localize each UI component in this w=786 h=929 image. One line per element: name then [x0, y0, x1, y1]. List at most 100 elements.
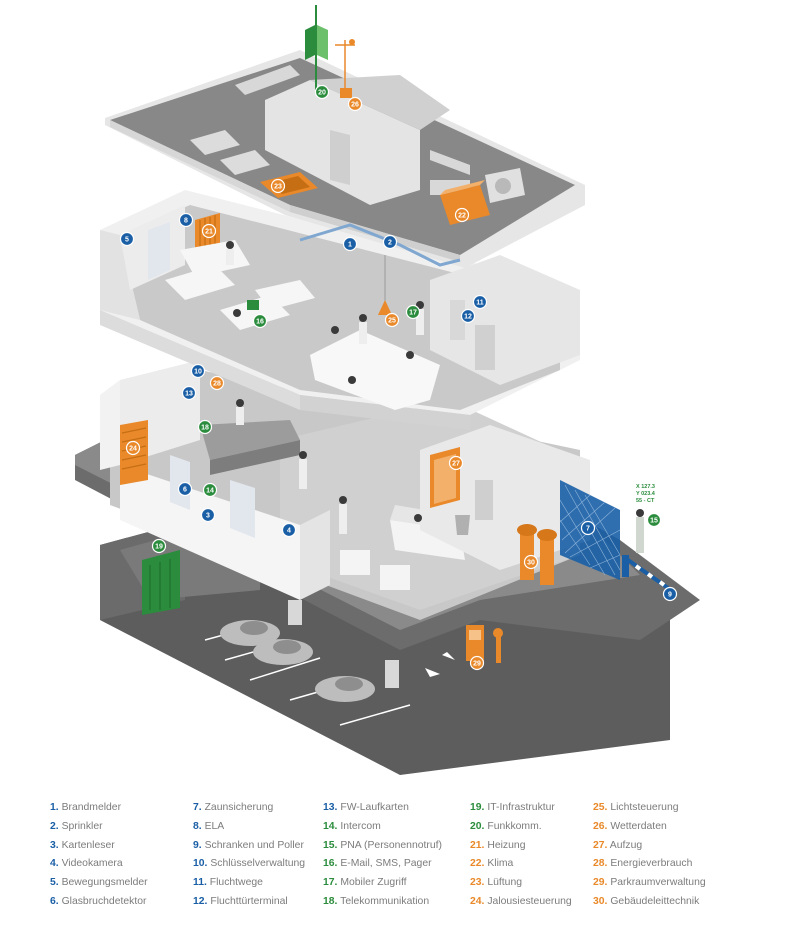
- marker-28: 28: [209, 375, 225, 391]
- marker-4: 4: [281, 522, 297, 538]
- legend-number: 9.: [193, 839, 202, 851]
- legend-item: 27. Aufzug: [593, 837, 733, 856]
- marker-16: 16: [252, 313, 268, 329]
- marker-badge: [454, 207, 470, 223]
- legend-item: 26. Wetterdaten: [593, 818, 733, 837]
- legend-item: 8. ELA: [193, 818, 333, 837]
- legend-item: 25. Lichtsteuerung: [593, 799, 733, 818]
- parking-terminal-icon: [466, 625, 503, 663]
- marker-badge: [384, 312, 400, 328]
- legend-item: 3. Kartenleser: [50, 837, 190, 856]
- marker-number: 26: [351, 102, 359, 109]
- marker-badge: [347, 96, 363, 112]
- legend-number: 6.: [50, 895, 59, 907]
- legend-item: 14. Intercom: [323, 818, 463, 837]
- legend-number: 2.: [50, 820, 59, 832]
- legend-number: 30.: [593, 895, 608, 907]
- legend-number: 27.: [593, 839, 608, 851]
- legend-label: Funkkomm.: [487, 820, 542, 832]
- weather-station-icon: [335, 39, 355, 98]
- marker-number: 4: [287, 528, 291, 535]
- antenna-icon: [305, 5, 328, 90]
- marker-20: 20: [314, 84, 330, 100]
- marker-number: 19: [155, 544, 163, 551]
- ac-unit-icon: [440, 180, 490, 225]
- marker-number: 17: [409, 310, 417, 317]
- guard-person-icon: [636, 509, 644, 553]
- marker-number: 5: [125, 237, 129, 244]
- marker-25: 25: [384, 312, 400, 328]
- marker-number: 22: [458, 213, 466, 220]
- marker-number: 15: [650, 518, 658, 525]
- marker-24: 24: [125, 440, 141, 456]
- legend-label: Zaunsicherung: [204, 802, 274, 813]
- marker-number: 20: [318, 90, 326, 97]
- marker-badge: [469, 655, 485, 671]
- legend-label: Sprinkler: [61, 820, 103, 832]
- legend-item: 23. Lüftung: [470, 874, 610, 893]
- marker-number: 7: [586, 526, 590, 533]
- legend-item: 22. Klima: [470, 855, 610, 874]
- marker-number: 21: [205, 229, 213, 236]
- marker-badge: [342, 236, 358, 252]
- legend-item: 19. IT-Infrastruktur: [470, 799, 610, 818]
- marker-number: 28: [213, 381, 221, 388]
- legend-number: 18.: [323, 895, 338, 907]
- marker-1: 1: [342, 236, 358, 252]
- marker-badge: [190, 363, 206, 379]
- marker-badge: [125, 440, 141, 456]
- legend-number: 7.: [193, 802, 202, 813]
- legend-number: 10.: [193, 858, 208, 870]
- legend-item: 9. Schranken und Poller: [193, 837, 333, 856]
- legend-number: 3.: [50, 839, 59, 851]
- marker-number: 16: [256, 319, 264, 326]
- legend-label: PNA (Personennotruf): [340, 839, 442, 851]
- legend-number: 23.: [470, 877, 485, 889]
- coordinate-readout-line: X 127.3: [636, 484, 655, 490]
- marker-13: 13: [181, 385, 197, 401]
- legend-number: 29.: [593, 877, 608, 889]
- marker-badge: [119, 231, 135, 247]
- marker-badge: [252, 313, 268, 329]
- legend-number: 13.: [323, 802, 338, 813]
- legend-label: Kartenleser: [61, 839, 115, 851]
- marker-14: 14: [202, 482, 218, 498]
- coordinate-readout-line: Y 023.4: [636, 491, 656, 497]
- marker-number: 8: [184, 218, 188, 225]
- marker-number: 29: [473, 661, 481, 668]
- legend-item: 4. Videokamera: [50, 855, 190, 874]
- marker-30: 30: [523, 554, 539, 570]
- marker-22: 22: [454, 207, 470, 223]
- marker-3: 3: [200, 507, 216, 523]
- lamp-icon: [378, 255, 392, 315]
- legend-label: Fluchttürterminal: [210, 895, 288, 907]
- legend-label: Aufzug: [609, 839, 643, 851]
- marker-number: 3: [206, 513, 210, 520]
- legend-item: 7. Zaunsicherung: [193, 799, 333, 818]
- legend-label: Energieverbrauch: [610, 858, 693, 870]
- legend-number: 11.: [193, 877, 207, 889]
- marker-badge: [178, 212, 194, 228]
- marker-number: 24: [129, 446, 137, 453]
- legend-number: 15.: [323, 839, 338, 851]
- legend-label: Telekommunikation: [340, 895, 430, 907]
- legend-number: 16.: [323, 858, 338, 870]
- marker-badge: [202, 482, 218, 498]
- legend-item: 13. FW-Laufkarten: [323, 799, 463, 818]
- marker-number: 14: [206, 488, 214, 495]
- marker-10: 10: [190, 363, 206, 379]
- coordinate-readout-line: 55 - CT: [636, 498, 655, 504]
- legend-label: ELA: [204, 820, 225, 832]
- legend-item: 28. Energieverbrauch: [593, 855, 733, 874]
- legend-item: 18. Telekommunikation: [323, 893, 463, 912]
- legend-label: Glasbruchdetektor: [61, 895, 147, 907]
- marker-number: 18: [201, 425, 209, 432]
- marker-26: 26: [347, 96, 363, 112]
- legend-label: Gebäudeleittechnik: [610, 895, 700, 907]
- legend-label: Jalousiesteuerung: [487, 895, 572, 907]
- marker-12: 12: [460, 308, 476, 324]
- legend-item: 5. Bewegungsmelder: [50, 874, 190, 893]
